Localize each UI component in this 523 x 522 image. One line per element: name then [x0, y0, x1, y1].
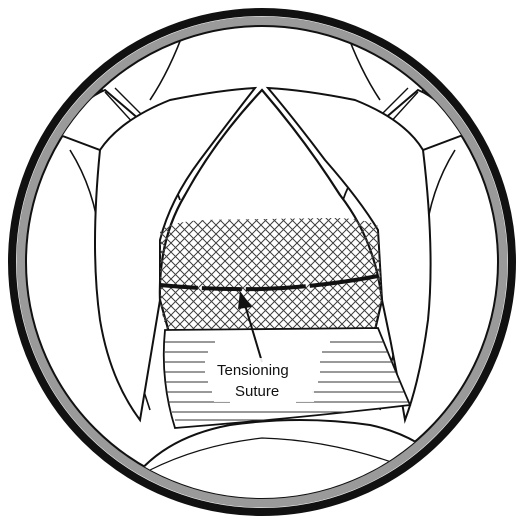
callout-label-line1: Tensioning [217, 362, 289, 379]
callout-label-line2: Suture [235, 383, 279, 400]
mesh-patch [150, 210, 390, 340]
